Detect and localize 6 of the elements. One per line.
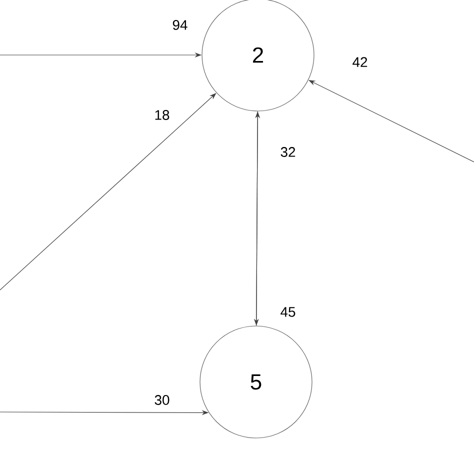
edge-label: 94 [171,19,189,31]
edge-label: 18 [153,109,171,121]
edge-label: 32 [279,146,297,158]
edge-label: 42 [351,56,369,68]
edge-label: 45 [279,306,297,318]
edge-label: 30 [153,394,171,406]
